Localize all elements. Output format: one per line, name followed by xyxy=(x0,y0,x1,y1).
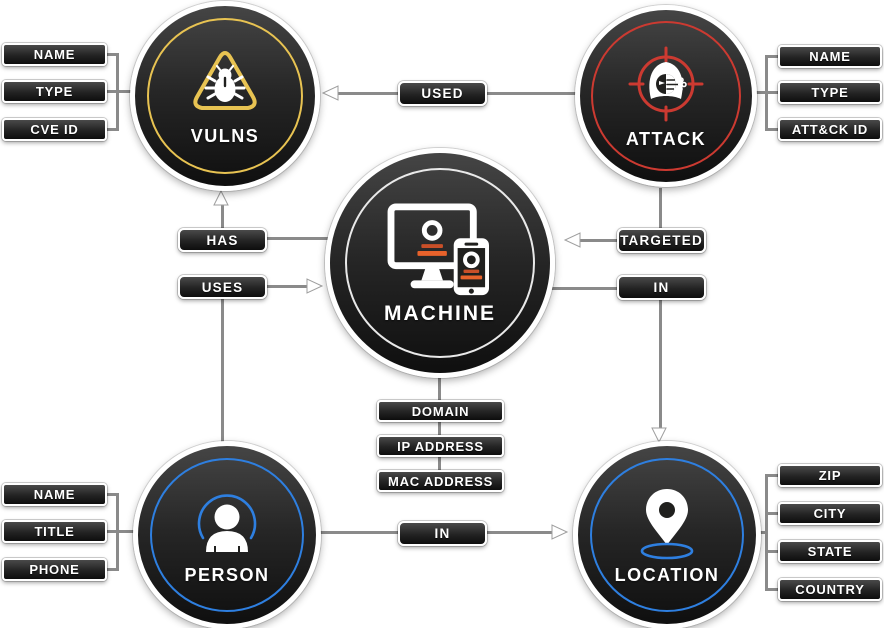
attr-location-country: COUNTRY xyxy=(778,578,882,601)
edge-line-uses-v xyxy=(221,297,224,444)
bracket-connector xyxy=(116,530,136,533)
node-machine: MACHINE xyxy=(325,148,555,378)
attr-person-phone: PHONE xyxy=(2,558,107,581)
edge-label-has: HAS xyxy=(178,228,267,252)
bracket-stub xyxy=(107,90,119,93)
attr-vulns-name: NAME xyxy=(2,43,107,66)
node-person: PERSON xyxy=(133,441,321,628)
attr-person-name: NAME xyxy=(2,483,107,506)
edge-line-in-machine-v xyxy=(659,298,662,428)
attr-location-state: STATE xyxy=(778,540,882,563)
attr-vulns-type: TYPE xyxy=(2,80,107,103)
bracket-stub xyxy=(107,530,119,533)
edge-label-used: USED xyxy=(398,81,487,106)
bracket-stub xyxy=(107,493,119,496)
bracket-stub xyxy=(765,474,778,477)
has-arrowhead-icon xyxy=(213,189,229,206)
node-person-label: PERSON xyxy=(184,565,270,585)
node-vulns: VULNS xyxy=(130,1,320,191)
attr-vulns-cve-id: CVE ID xyxy=(2,118,107,141)
bracket-stub xyxy=(765,512,778,515)
targeted-arrowhead-icon xyxy=(563,232,581,248)
edge-line-has-v xyxy=(221,196,224,230)
attr-machine-ip-address: IP ADDRESS xyxy=(377,435,504,457)
in-person-arrowhead-icon xyxy=(551,524,569,540)
bracket-stub xyxy=(107,53,119,56)
bracket-stub xyxy=(765,91,778,94)
attr-location-zip: ZIP xyxy=(778,464,882,487)
attr-location-city: CITY xyxy=(778,502,882,525)
in-machine-arrowhead-icon xyxy=(651,427,667,443)
attr-attack-name: NAME xyxy=(778,45,882,68)
bug-warning-icon xyxy=(193,51,257,110)
bracket-stub xyxy=(765,55,778,58)
node-vulns-label: VULNS xyxy=(190,126,260,146)
edge-line-targeted-h xyxy=(579,239,619,242)
edge-label-in-machine: IN xyxy=(617,275,706,300)
edge-line-has-h xyxy=(267,237,331,240)
edge-label-targeted: TARGETED xyxy=(617,228,706,253)
attr-attack-type: TYPE xyxy=(778,81,882,104)
bracket-stub xyxy=(765,550,778,553)
edge-line-in-machine-h xyxy=(551,287,619,290)
uses-arrowhead-icon xyxy=(306,278,324,294)
bracket-connector xyxy=(116,90,134,93)
attr-attack-attck-id: ATT&CK ID xyxy=(778,118,882,141)
node-machine-label: MACHINE xyxy=(384,301,496,325)
node-location: LOCATION xyxy=(573,441,761,628)
edge-line-uses-h xyxy=(267,285,311,288)
map-pin-icon xyxy=(640,489,694,560)
attr-person-title: TITLE xyxy=(2,520,107,543)
bracket-stub xyxy=(107,568,119,571)
bracket-connector xyxy=(753,91,768,94)
bracket-stub xyxy=(765,128,778,131)
bracket-stub xyxy=(765,588,778,591)
node-attack: ATTACK xyxy=(575,5,757,187)
edge-label-uses: USES xyxy=(178,275,267,299)
attr-machine-mac-address: MAC ADDRESS xyxy=(377,470,504,492)
used-arrowhead-icon xyxy=(321,85,339,101)
computer-phone-icon xyxy=(387,202,489,295)
attr-machine-domain: DOMAIN xyxy=(377,400,504,422)
machine-attributes-line xyxy=(438,372,441,477)
node-location-label: LOCATION xyxy=(614,565,720,585)
node-attack-label: ATTACK xyxy=(625,129,707,149)
hacker-crosshair-icon xyxy=(628,46,704,122)
bracket-stub xyxy=(107,128,119,131)
person-icon xyxy=(197,494,257,552)
edge-label-in-person: IN xyxy=(398,521,487,546)
edge-line-targeted-v xyxy=(659,188,662,230)
